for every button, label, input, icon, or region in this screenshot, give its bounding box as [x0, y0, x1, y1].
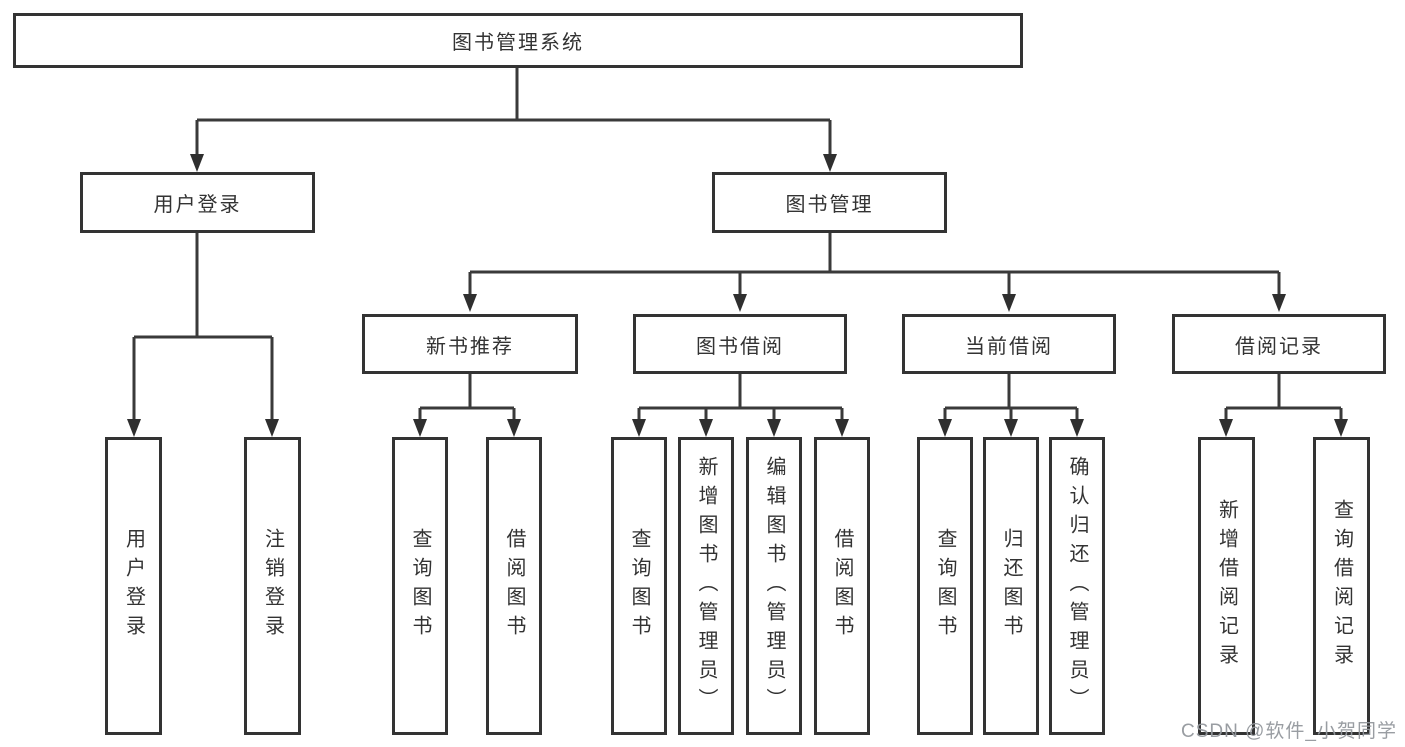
leaf-borrow-books: 借阅图书: [814, 437, 870, 735]
leaf-borrow-books-recommend: 借阅图书: [486, 437, 542, 735]
leaf-add-book-admin: 新增图书（管理员）: [678, 437, 734, 735]
leaf-query-books-current: 查询图书: [917, 437, 973, 735]
node-new-book-recommend: 新书推荐: [362, 314, 578, 374]
arrowhead-glyphs: [127, 154, 1348, 437]
node-user-login: 用户登录: [80, 172, 315, 233]
node-book-management: 图书管理: [712, 172, 947, 233]
leaf-query-borrow-record: 查询借阅记录: [1313, 437, 1370, 735]
node-library-management-system: 图书管理系统: [13, 13, 1023, 68]
leaf-add-borrow-record: 新增借阅记录: [1198, 437, 1255, 735]
node-current-borrow: 当前借阅: [902, 314, 1116, 374]
leaf-return-books: 归还图书: [983, 437, 1039, 735]
leaf-user-login: 用户登录: [105, 437, 162, 735]
leaf-edit-book-admin: 编辑图书（管理员）: [746, 437, 802, 735]
watermark-text: CSDN @软件_小贺同学: [1181, 721, 1397, 742]
leaf-query-books-borrow: 查询图书: [611, 437, 667, 735]
leaf-query-books-recommend: 查询图书: [392, 437, 448, 735]
leaf-logout: 注销登录: [244, 437, 301, 735]
connector-lines: [132, 68, 1343, 421]
node-book-borrow: 图书借阅: [633, 314, 847, 374]
node-borrow-records: 借阅记录: [1172, 314, 1386, 374]
leaf-confirm-return-admin: 确认归还（管理员）: [1049, 437, 1105, 735]
